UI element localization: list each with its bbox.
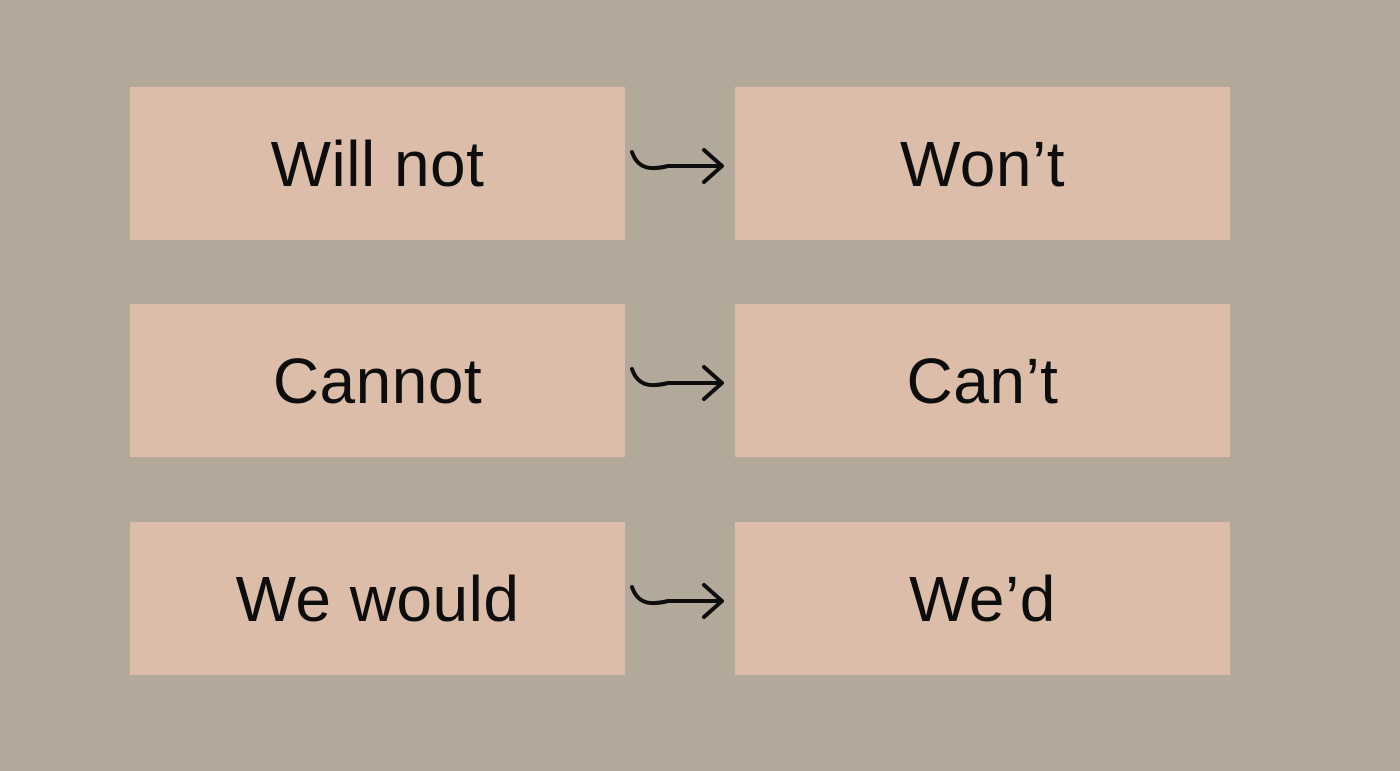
contraction-row: Will not Won’t <box>130 87 1230 240</box>
contraction-row: We would We’d <box>130 522 1230 675</box>
contraction-box: Won’t <box>735 87 1230 240</box>
full-form-box: Cannot <box>130 304 625 457</box>
full-form-text: We would <box>235 562 520 635</box>
contraction-row: Cannot Can’t <box>130 304 1230 457</box>
full-form-text: Will not <box>270 127 485 200</box>
contraction-box: Can’t <box>735 304 1230 457</box>
full-form-text: Cannot <box>272 344 483 417</box>
contraction-text: Can’t <box>906 344 1059 417</box>
contraction-text: We’d <box>909 562 1056 635</box>
contraction-box: We’d <box>735 522 1230 675</box>
full-form-box: Will not <box>130 87 625 240</box>
contraction-text: Won’t <box>900 127 1065 200</box>
full-form-box: We would <box>130 522 625 675</box>
hook-arrow-right-icon <box>630 365 724 401</box>
hook-arrow-right-icon <box>630 148 724 184</box>
hook-arrow-right-icon <box>630 583 724 619</box>
